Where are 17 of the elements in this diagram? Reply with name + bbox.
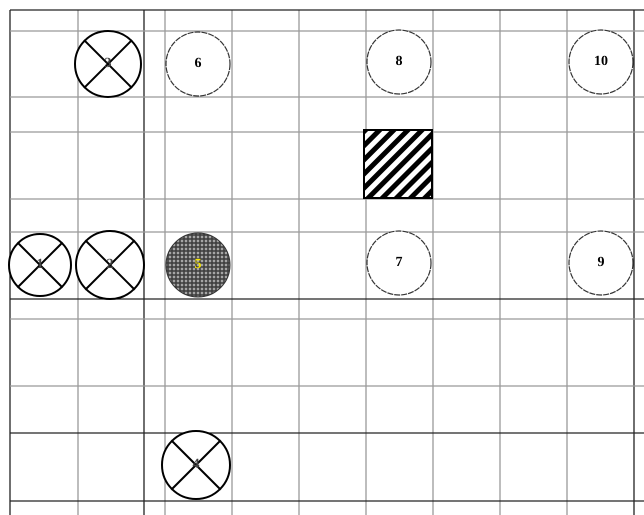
circle [568, 230, 634, 296]
crossed-circle [74, 30, 142, 98]
node-number: 10 [594, 55, 608, 69]
crossed-circle [8, 233, 72, 297]
node-number: 9 [598, 256, 604, 270]
circle [366, 29, 432, 95]
crossed-circle [161, 430, 231, 500]
hatched-square [363, 129, 433, 199]
node-number: 7 [396, 256, 402, 270]
crossed-circle [75, 230, 145, 300]
stippled-circle [165, 232, 231, 298]
node-number: 5 [194, 258, 202, 272]
node-number: 6 [194, 57, 202, 71]
circle [165, 31, 231, 97]
node-number: 8 [396, 55, 402, 69]
circle [366, 230, 432, 296]
circle [568, 29, 634, 95]
